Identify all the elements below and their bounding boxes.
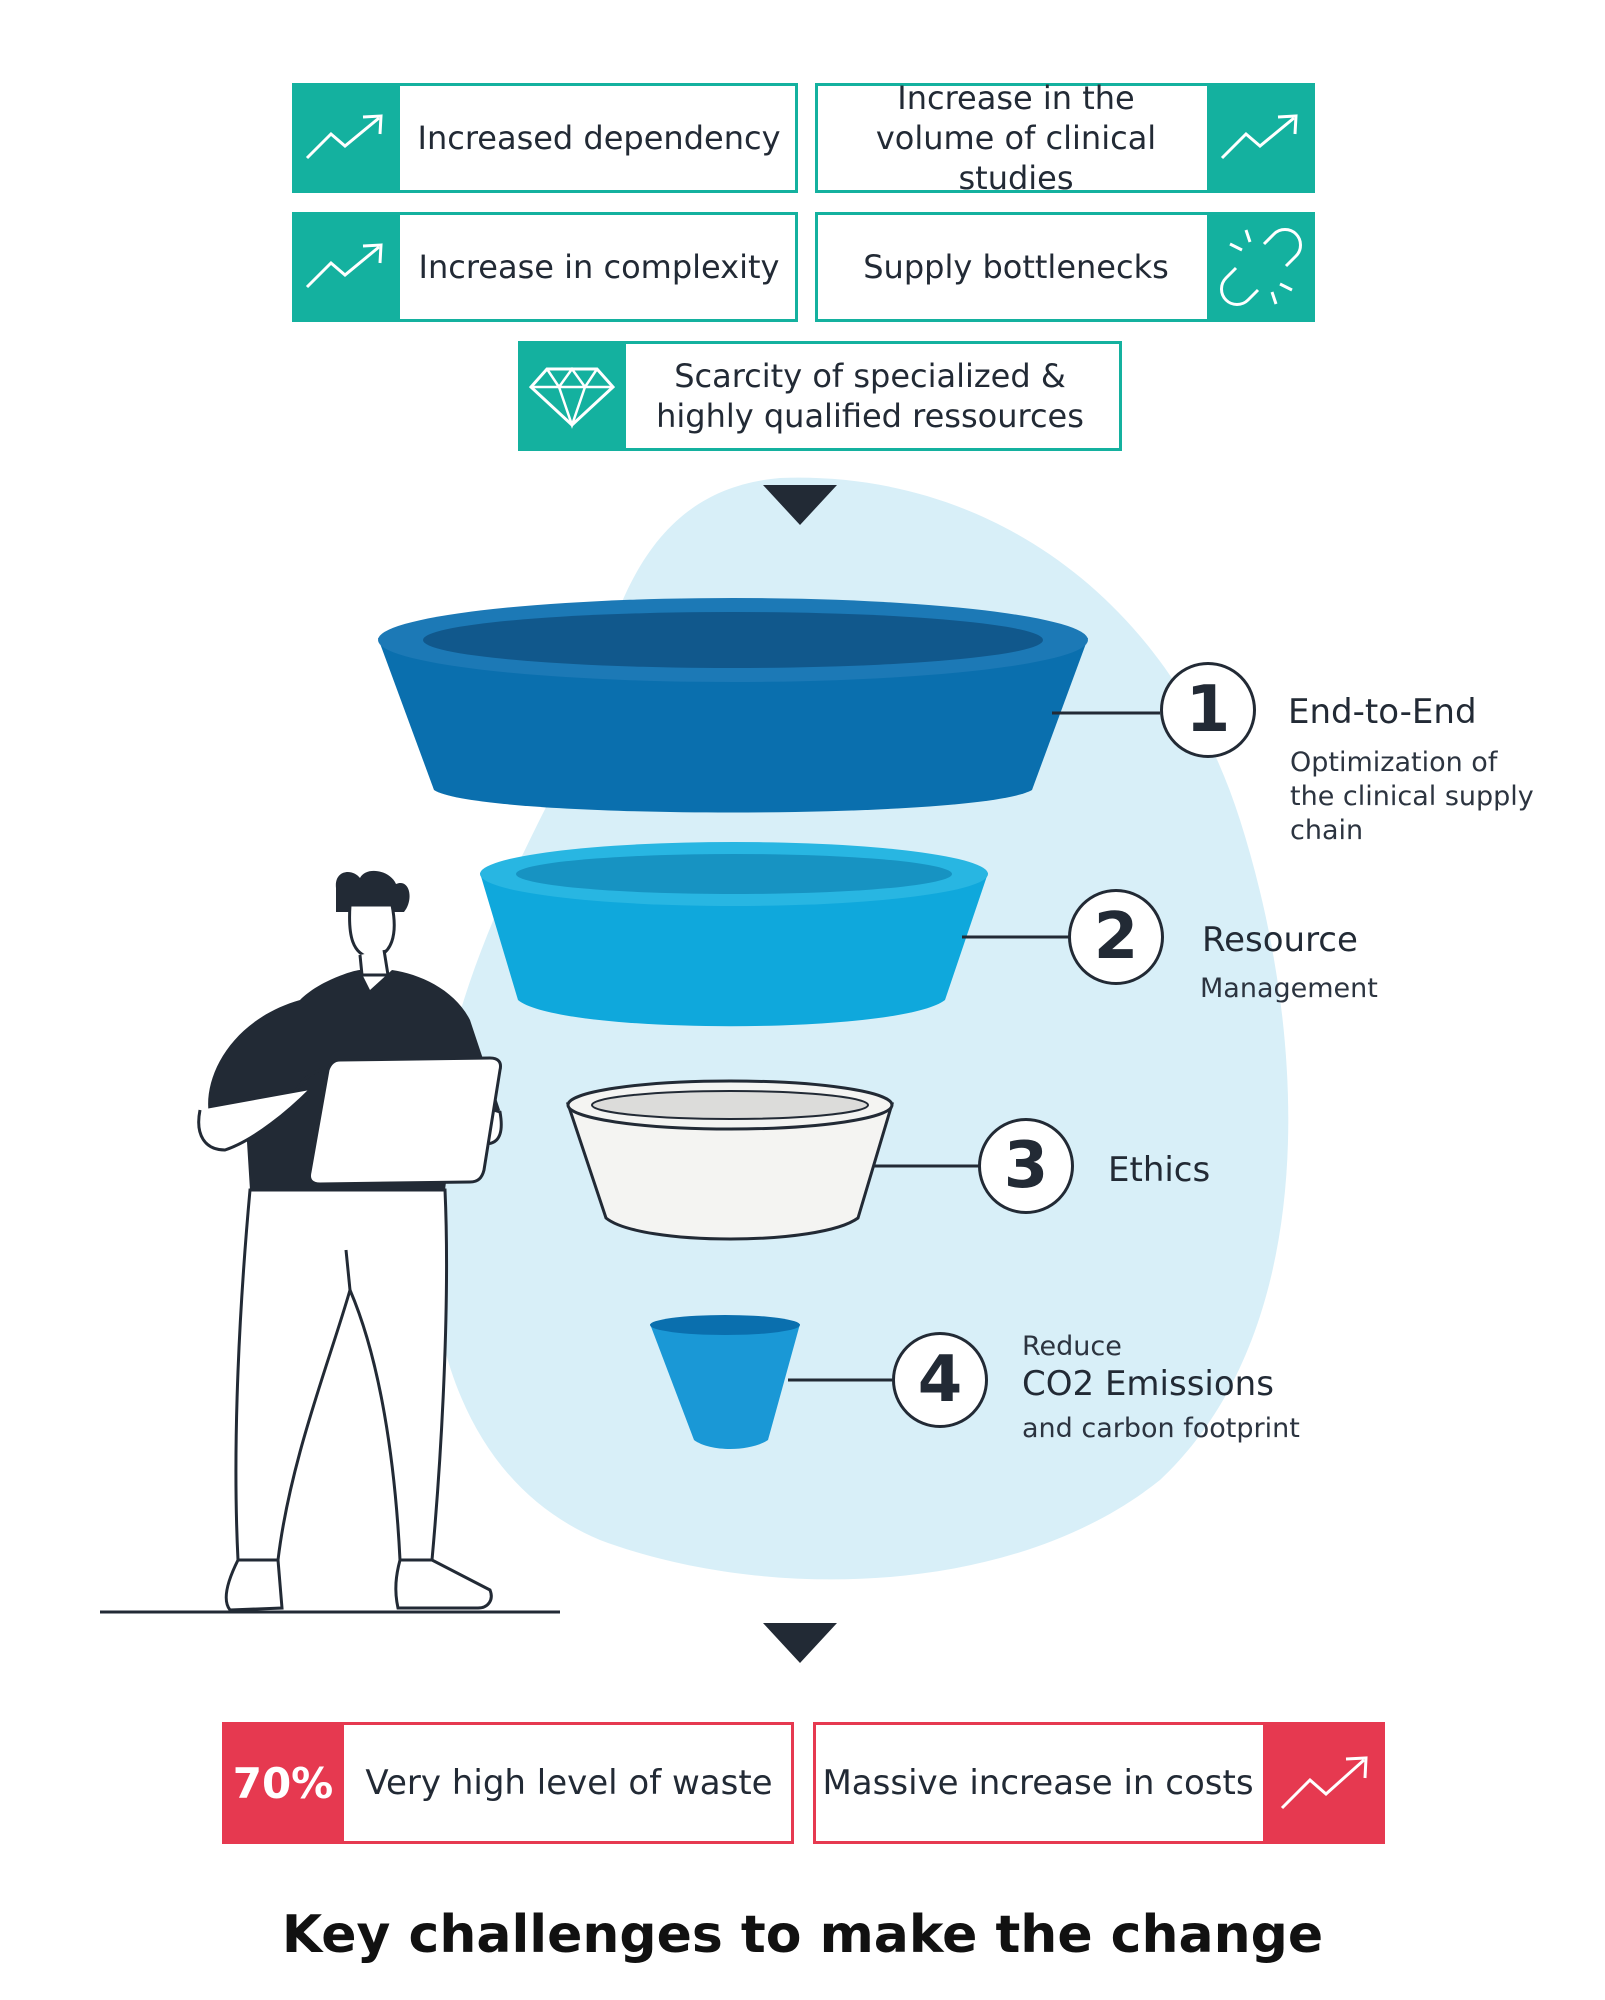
step-circle-4: 4	[892, 1332, 988, 1428]
trend-up-icon	[1263, 1722, 1385, 1844]
challenge-box-scarcity: Scarcity of specialized & highly qualifi…	[518, 341, 1122, 451]
step-1-heading: End-to-End	[1288, 692, 1477, 732]
trend-up-icon	[292, 212, 400, 322]
trend-up-icon	[1207, 83, 1315, 193]
funnel-tier-3	[565, 1079, 980, 1241]
challenge-label: Scarcity of specialized & highly qualifi…	[656, 357, 1084, 435]
challenge-label: Increased dependency	[417, 119, 781, 157]
funnel-tier-2	[480, 842, 1070, 1027]
result-label: Very high level of waste	[365, 1763, 773, 1803]
page-title: Key challenges to make the change	[281, 1905, 1324, 1965]
step-4-heading: CO2 Emissions	[1022, 1364, 1274, 1404]
result-label: Massive increase in costs	[822, 1763, 1254, 1803]
step-2-subtext: Management	[1200, 973, 1378, 1004]
challenge-box-supply-bottlenecks: Supply bottlenecks	[815, 212, 1315, 322]
trend-up-icon	[292, 83, 400, 193]
waste-percent-badge: 70%	[222, 1722, 344, 1844]
funnel-tier-1	[378, 598, 1160, 813]
funnel-tier-4	[650, 1315, 892, 1449]
result-box-costs: Massive increase in costs	[813, 1722, 1385, 1844]
arrow-down-top-icon	[763, 485, 837, 525]
step-circle-2: 2	[1068, 889, 1164, 985]
step-circle-1: 1	[1160, 662, 1256, 758]
challenge-label: Supply bottlenecks	[863, 248, 1169, 286]
result-box-waste: 70% Very high level of waste	[222, 1722, 794, 1844]
arrow-down-bottom-icon	[763, 1623, 837, 1663]
challenge-box-volume-studies: Increase in the volume of clinical studi…	[815, 79, 1315, 197]
step-4-subtext: and carbon footprint	[1022, 1413, 1300, 1444]
step-1-subtext: Optimization of the clinical supply chai…	[1290, 747, 1534, 846]
challenge-box-complexity: Increase in complexity	[292, 212, 798, 322]
step-2-heading: Resource	[1202, 920, 1358, 960]
step-4-pre: Reduce	[1022, 1331, 1122, 1362]
challenge-box-increased-dependency: Increased dependency	[292, 83, 798, 193]
diamond-icon	[518, 341, 626, 451]
challenge-label: Increase in complexity	[418, 248, 780, 286]
step-circle-3: 3	[978, 1118, 1074, 1214]
broken-link-icon	[1207, 212, 1315, 322]
step-3-heading: Ethics	[1108, 1150, 1211, 1190]
